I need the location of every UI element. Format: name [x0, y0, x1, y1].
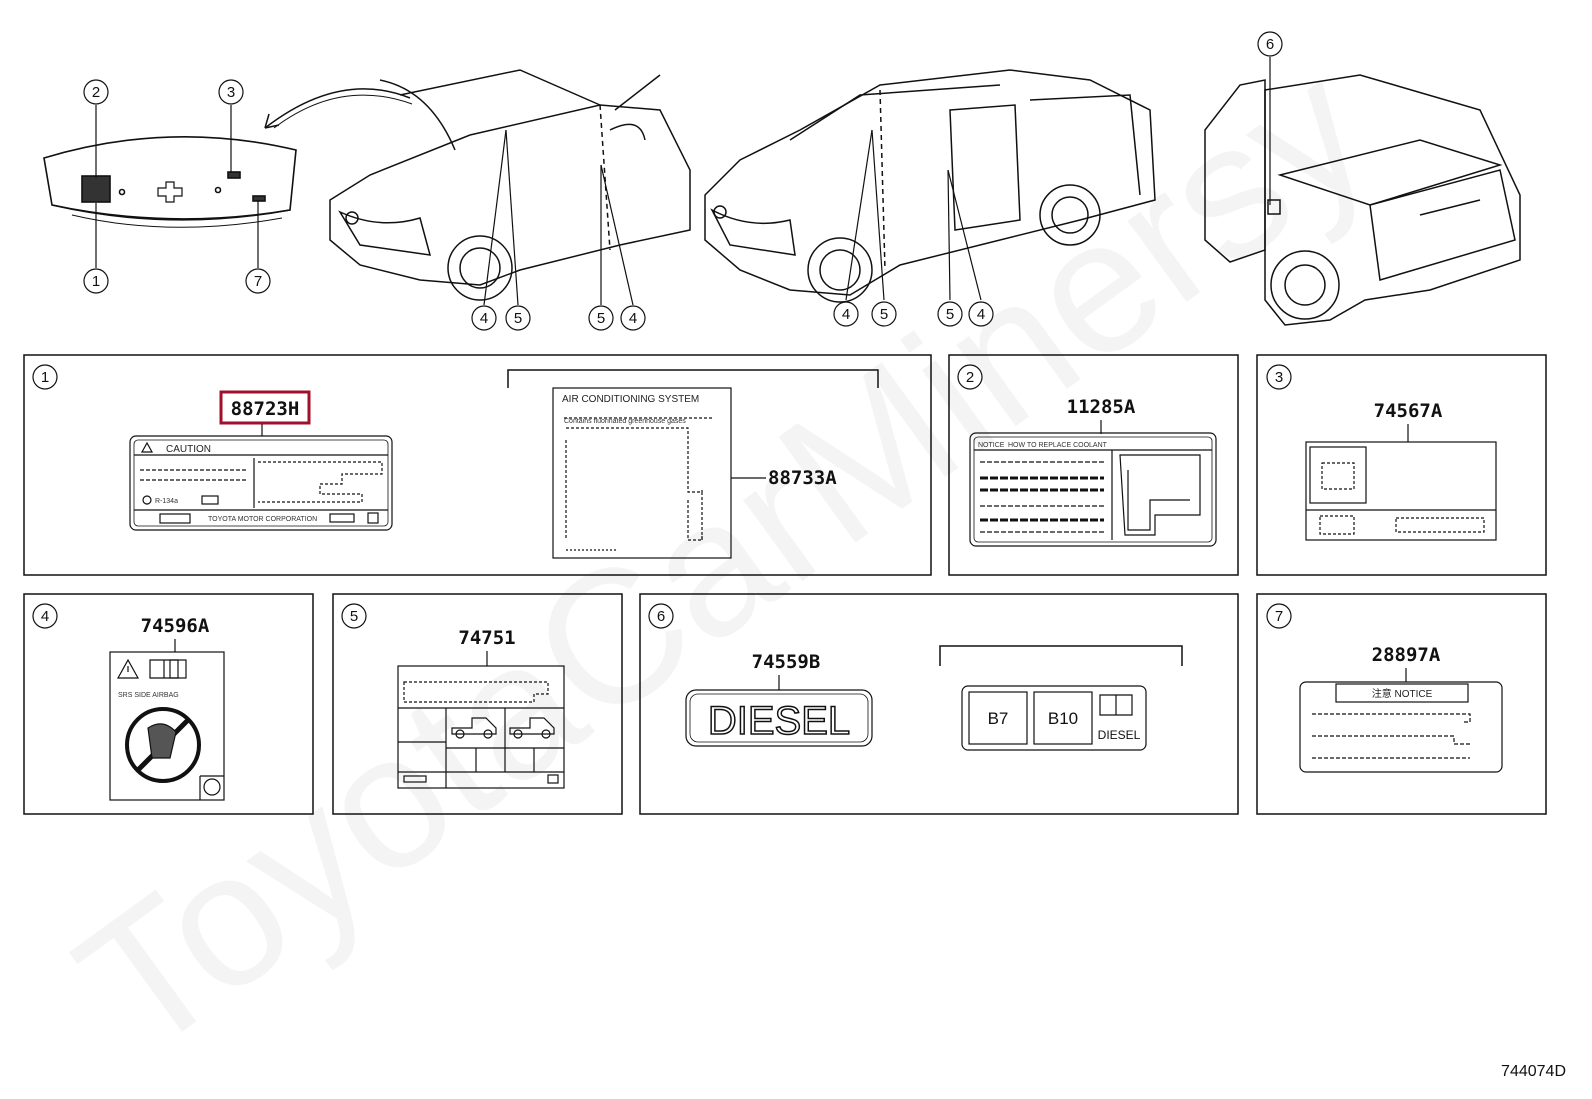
panel-7-number: 7: [1266, 603, 1292, 629]
truck-icon: [451, 717, 497, 735]
warning-triangle-icon: [116, 658, 140, 679]
panel-4-box: [23, 593, 314, 815]
truck-icon: [509, 717, 555, 735]
svg-text:2: 2: [966, 369, 974, 386]
callout-1: 1: [83, 268, 109, 294]
caution-label-88723H: [129, 435, 393, 531]
manual-book-icon: [149, 659, 179, 679]
ac-system-title: AIR CONDITIONING SYSTEM: [562, 394, 699, 405]
diesel-small-text: DIESEL: [1098, 728, 1141, 742]
part-88723H-highlight[interactable]: [219, 390, 311, 425]
callout-5a: 5: [505, 305, 531, 331]
callout-4b: 4: [620, 305, 646, 331]
svg-text:3: 3: [1275, 369, 1283, 386]
refrigerant-text: R-134a: [155, 498, 178, 505]
top-callouts: 2 3 1 7 4 5 5 4 4 5 5 4 6: [83, 31, 1283, 331]
svg-text:5: 5: [880, 306, 888, 323]
panel-1-box: [23, 354, 932, 576]
svg-text:5: 5: [597, 310, 605, 327]
part-number-28897A[interactable]: 28897A: [1372, 644, 1441, 666]
panel-4-number: 4: [32, 603, 58, 629]
leader-lines: [95, 57, 1271, 306]
part-number-88733A[interactable]: 88733A: [768, 467, 837, 489]
ac-system-subtitle: Contains fluorinated greenhouse gases: [564, 418, 686, 425]
svg-text:7: 7: [1275, 608, 1283, 625]
svg-text:6: 6: [657, 608, 665, 625]
truck-rear-illustration: [1204, 74, 1521, 326]
svg-text:4: 4: [480, 310, 488, 327]
callout-6: 6: [1257, 31, 1283, 57]
ac-system-label-88733A: [552, 387, 732, 559]
svg-text:7: 7: [254, 273, 262, 290]
callout-5d: 5: [937, 301, 963, 327]
part-number-74559B[interactable]: 74559B: [752, 651, 821, 673]
diesel-big-text: DIESEL: [708, 699, 850, 743]
notice-text: 注意 NOTICE: [1372, 687, 1433, 700]
svg-text:3: 3: [227, 84, 235, 101]
callout-4c: 4: [833, 301, 859, 327]
panel-3-box: [1256, 354, 1547, 576]
panel-7-box: [1256, 593, 1547, 815]
svg-text:6: 6: [1266, 36, 1274, 53]
truck-front-closed-illustration: [704, 69, 1156, 303]
notice-label-28897A: [1299, 681, 1503, 773]
callout-5b: 5: [588, 305, 614, 331]
biodiesel-label: [961, 685, 1147, 751]
panel-2-number: 2: [957, 364, 983, 390]
part-number-74567A[interactable]: 74567A: [1374, 400, 1443, 422]
diagram-id: 744074D: [1501, 1063, 1566, 1080]
manual-book-icon: [1099, 694, 1133, 716]
svg-text:4: 4: [629, 310, 637, 327]
manufacturer-text: TOYOTA MOTOR CORPORATION: [208, 516, 317, 523]
group-bracket-panel-1: [507, 369, 879, 388]
svg-text:4: 4: [842, 306, 850, 323]
caution-text: CAUTION: [166, 444, 211, 455]
callout-4a: 4: [471, 305, 497, 331]
svg-text:5: 5: [514, 310, 522, 327]
panel-5-box: [332, 593, 623, 815]
srs-side-airbag-label-74596A: [109, 651, 225, 801]
no-child-seat-icon: [125, 707, 201, 783]
svg-text:4: 4: [977, 306, 985, 323]
group-bracket-panel-6: [939, 645, 1183, 666]
callout-4d: 4: [968, 301, 994, 327]
truck-front-open-hood-illustration: [329, 69, 691, 301]
label-74567A: [1305, 441, 1497, 541]
part-number-88723H[interactable]: 88723H: [231, 398, 300, 420]
callout-2: 2: [83, 79, 109, 105]
panel-5-number: 5: [341, 603, 367, 629]
svg-text:5: 5: [350, 608, 358, 625]
coolant-notice-label-11285A: [969, 432, 1217, 547]
part-number-74751[interactable]: 74751: [458, 627, 515, 649]
svg-text:5: 5: [946, 306, 954, 323]
coolant-how-to: HOW TO REPLACE COOLANT: [1008, 442, 1108, 449]
svg-text:1: 1: [41, 369, 49, 386]
panel-1-number: 1: [32, 364, 58, 390]
svg-text:2: 2: [92, 84, 100, 101]
panel-3-number: 3: [1266, 364, 1292, 390]
diesel-label-74559B: [685, 689, 873, 747]
part-number-74596A[interactable]: 74596A: [141, 615, 210, 637]
svg-text:4: 4: [41, 608, 49, 625]
callout-5c: 5: [871, 301, 897, 327]
coolant-notice-word: NOTICE: [978, 442, 1005, 449]
panel-6-number: 6: [648, 603, 674, 629]
panel-2-box: [948, 354, 1239, 576]
b10-text: B10: [1048, 709, 1078, 728]
callout-3: 3: [218, 79, 244, 105]
srs-side-airbag-text: SRS SIDE AIRBAG: [118, 692, 179, 699]
label-74751: [397, 665, 565, 789]
part-number-11285A[interactable]: 11285A: [1067, 396, 1136, 418]
callout-7: 7: [245, 268, 271, 294]
b7-text: B7: [988, 709, 1009, 728]
arrow-icon: [264, 88, 411, 129]
svg-text:1: 1: [92, 273, 100, 290]
panel-6-box: [639, 593, 1239, 815]
